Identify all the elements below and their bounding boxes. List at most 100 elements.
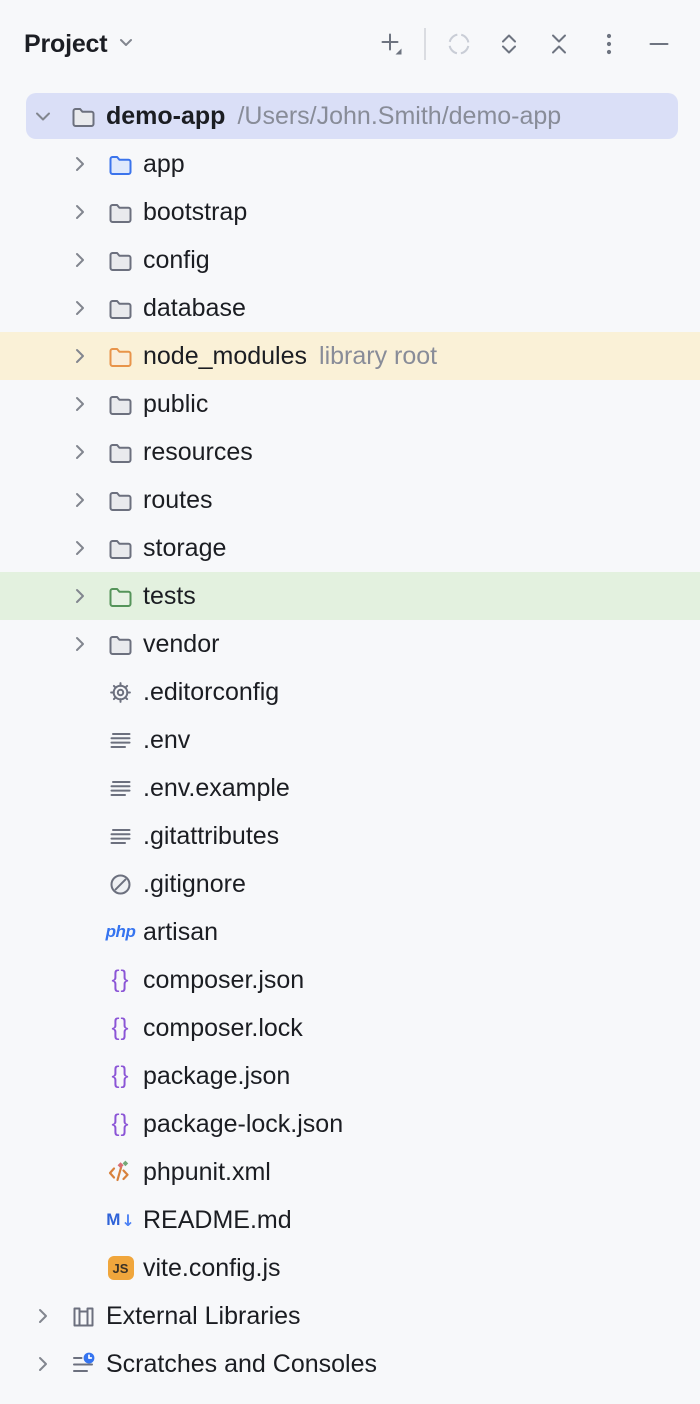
tree-row-env[interactable]: .env [0, 716, 700, 764]
tree-row-database[interactable]: database [0, 284, 700, 332]
tree-item-label: demo-app [106, 101, 226, 130]
tree-row-external-libraries[interactable]: External Libraries [0, 1292, 700, 1340]
chevron-right-icon[interactable] [63, 188, 107, 236]
chevron-right-icon[interactable] [63, 380, 107, 428]
phpunit-xml-icon [107, 1159, 134, 1186]
tree-item-label: vite.config.js [143, 1253, 281, 1282]
tree-item-label: package-lock.json [143, 1109, 344, 1138]
selected-row-highlight [26, 93, 678, 139]
tree-row-scratches-and-consoles[interactable]: Scratches and Consoles [0, 1340, 700, 1388]
minimize-icon [644, 29, 674, 59]
expand-all-icon [494, 29, 524, 59]
tree-row-readme-md[interactable]: M↓README.md [0, 1196, 700, 1244]
expand-all-button[interactable] [492, 27, 526, 61]
chevron-right-icon[interactable] [26, 1292, 70, 1340]
tree-item-label: .env.example [143, 773, 290, 802]
chevron-right-icon[interactable] [63, 572, 107, 620]
tree-item-label: Scratches and Consoles [106, 1349, 377, 1378]
tree-item-label: composer.lock [143, 1013, 303, 1042]
chevron-right-icon[interactable] [63, 524, 107, 572]
tree-item-label: public [143, 389, 209, 418]
collapse-all-button[interactable] [542, 27, 576, 61]
json-braces-icon: {} [111, 966, 130, 993]
folder-gray-icon [70, 103, 97, 130]
tree-row-package-lock-json[interactable]: {} package-lock.json [0, 1100, 700, 1148]
tree-item-label: routes [143, 485, 213, 514]
tree-item-label: artisan [143, 917, 219, 946]
tree-row-gitignore[interactable]: .gitignore [0, 860, 700, 908]
tree-row-tests[interactable]: tests [0, 572, 700, 620]
tree-row-env-example[interactable]: .env.example [0, 764, 700, 812]
tree-item-label: database [143, 293, 246, 322]
text-file-icon [107, 823, 134, 850]
folder-orange-icon [107, 343, 134, 370]
chevron-right-icon[interactable] [63, 332, 107, 380]
chevron-spacer [63, 1196, 107, 1244]
select-opened-file-button[interactable] [442, 27, 476, 61]
external-libraries-icon [70, 1303, 97, 1330]
tree-item-label: .gitignore [143, 869, 246, 898]
chevron-right-icon[interactable] [26, 1340, 70, 1388]
tree-row-vendor[interactable]: vendor [0, 620, 700, 668]
ignore-icon [107, 871, 134, 898]
tree-row-gitattributes[interactable]: .gitattributes [0, 812, 700, 860]
hide-tool-window-button[interactable] [642, 27, 676, 61]
folder-gray-icon [107, 295, 134, 322]
chevron-spacer [63, 956, 107, 1004]
chevron-down-icon[interactable] [26, 92, 70, 140]
chevron-right-icon[interactable] [63, 476, 107, 524]
tree-row-editorconfig[interactable]: .editorconfig [0, 668, 700, 716]
tree-item-label: phpunit.xml [143, 1157, 271, 1186]
tree-row-phpunit-xml[interactable]: phpunit.xml [0, 1148, 700, 1196]
tree-row-composer-json[interactable]: {} composer.json [0, 956, 700, 1004]
chevron-right-icon[interactable] [63, 140, 107, 188]
folder-blue-icon [107, 151, 134, 178]
tree-item-label: app [143, 149, 185, 178]
chevron-right-icon[interactable] [63, 236, 107, 284]
gear-icon [107, 679, 134, 706]
chevron-spacer [63, 668, 107, 716]
tree-row-public[interactable]: public [0, 380, 700, 428]
tree-row-resources[interactable]: resources [0, 428, 700, 476]
tree-row-storage[interactable]: storage [0, 524, 700, 572]
folder-gray-icon [107, 199, 134, 226]
tree-item-label: composer.json [143, 965, 305, 994]
tool-window-header: Project [0, 0, 700, 88]
folder-green-icon [107, 583, 134, 610]
chevron-right-icon[interactable] [63, 620, 107, 668]
more-options-button[interactable] [592, 27, 626, 61]
text-file-icon [107, 775, 134, 802]
tree-item-suffix: library root [319, 341, 438, 370]
tree-row-routes[interactable]: routes [0, 476, 700, 524]
folder-gray-icon [107, 391, 134, 418]
tree-item-label: config [143, 245, 210, 274]
tree-row-composer-lock[interactable]: {}composer.lock [0, 1004, 700, 1052]
chevron-right-icon[interactable] [63, 428, 107, 476]
tree-item-suffix: /Users/John.Smith/demo-app [237, 101, 562, 130]
tree-row-config[interactable]: config [0, 236, 700, 284]
json-braces-icon: {} [111, 1110, 130, 1137]
chevron-spacer [63, 860, 107, 908]
plus-dropdown-icon [376, 29, 406, 59]
folder-gray-icon [107, 631, 134, 658]
tree-row-app[interactable]: app [0, 140, 700, 188]
tree-item-label: storage [143, 533, 227, 562]
chevron-spacer [63, 1244, 107, 1292]
tree-row-vite-config-js[interactable]: JS vite.config.js [0, 1244, 700, 1292]
folder-gray-icon [107, 439, 134, 466]
collapse-all-icon [544, 29, 574, 59]
chevron-spacer [63, 1052, 107, 1100]
chevron-right-icon[interactable] [63, 284, 107, 332]
json-braces-icon: {} [111, 1062, 130, 1089]
tree-row-bootstrap[interactable]: bootstrap [0, 188, 700, 236]
tree-row-package-json[interactable]: {}package.json [0, 1052, 700, 1100]
add-button[interactable] [374, 27, 408, 61]
chevron-down-icon [116, 32, 136, 57]
chevron-spacer [63, 1100, 107, 1148]
project-view-selector[interactable]: Project [24, 30, 136, 59]
javascript-icon: JS [107, 1255, 134, 1282]
toolbar-separator [424, 28, 426, 60]
tree-row-demo-app[interactable]: demo-app/Users/John.Smith/demo-app [0, 92, 700, 140]
